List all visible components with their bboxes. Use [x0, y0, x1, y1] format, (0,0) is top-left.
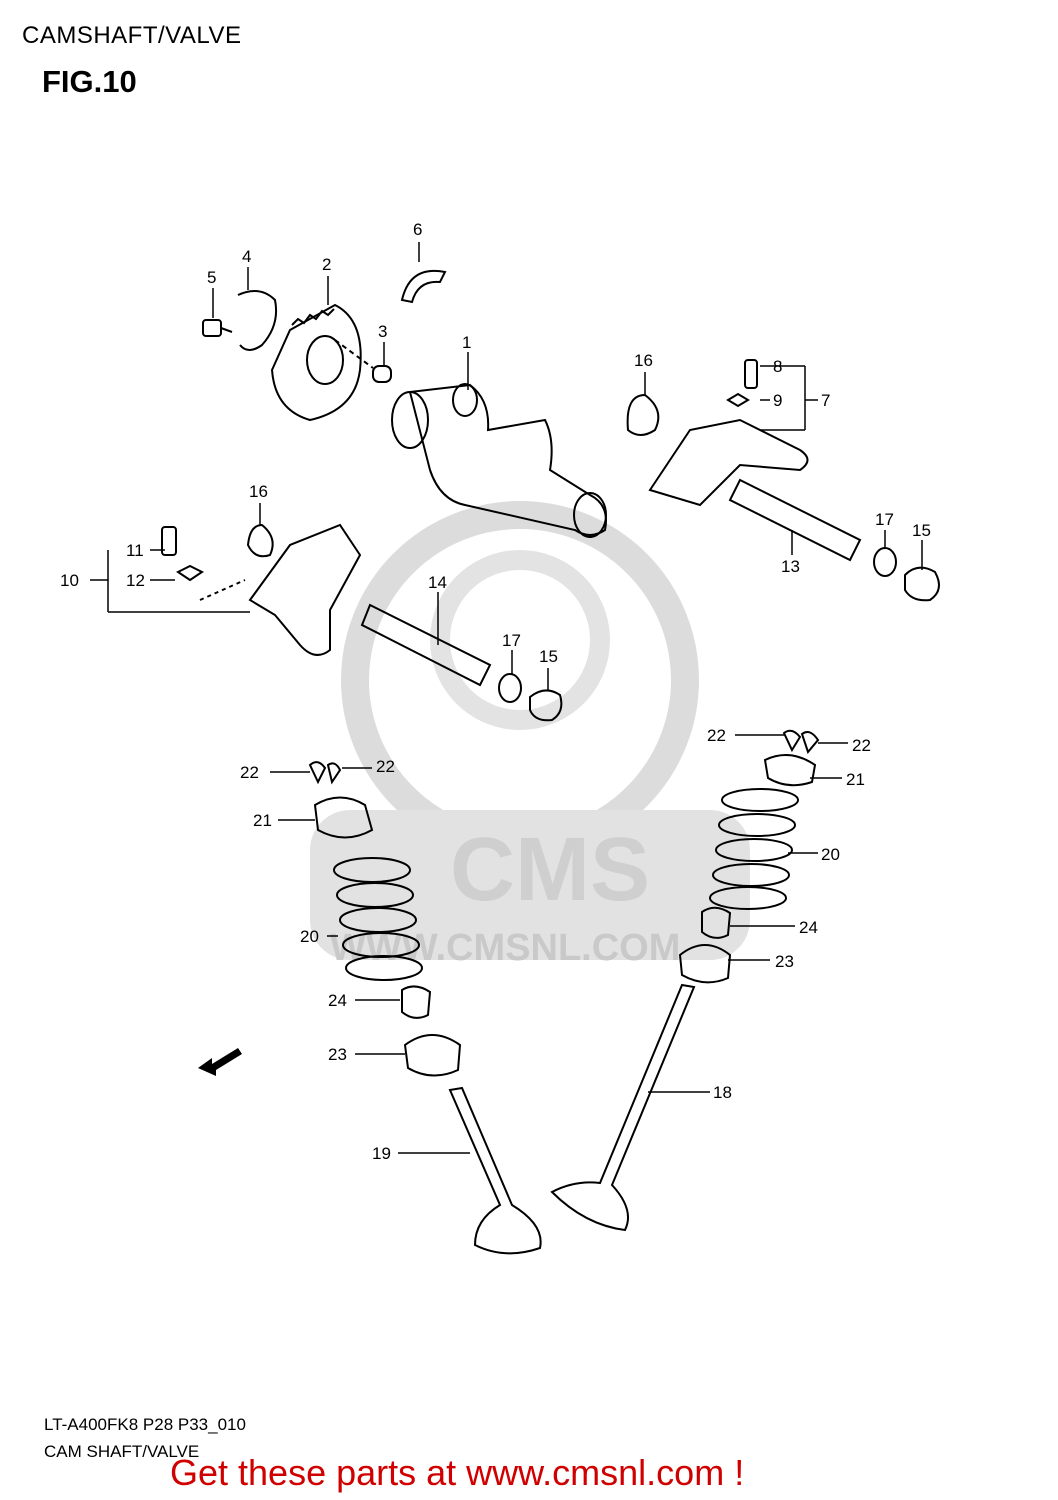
callout-label: 21 — [253, 811, 272, 830]
bolt-part — [202, 319, 233, 337]
callout-labels: 6 2 4 5 3 1 16 8 9 7 13 17 15 16 11 12 1… — [60, 220, 931, 1163]
cmsnl-watermark: CMS WWW.CMSNL.COM — [310, 501, 750, 969]
cap-part — [529, 689, 563, 722]
section-title: CAMSHAFT/VALVE — [22, 22, 242, 49]
callout-label: 24 — [328, 991, 347, 1010]
leader-lines — [90, 242, 923, 1154]
callout-label: 23 — [328, 1045, 347, 1064]
callout-label: 16 — [634, 351, 653, 370]
cap-part — [904, 566, 940, 602]
diagram-caption: CAM SHAFT/VALVE — [44, 1442, 200, 1461]
callout-label: 15 — [912, 521, 931, 540]
valve-cotter-part — [782, 729, 820, 755]
callout-label: 9 — [773, 391, 782, 410]
callout-label: 20 — [300, 927, 319, 946]
valve-spring-part — [709, 788, 799, 910]
callout-label: 16 — [249, 482, 268, 501]
callout-label: 6 — [413, 220, 422, 239]
callout-label: 5 — [207, 268, 216, 287]
callout-label: 7 — [821, 391, 830, 410]
stopper-part — [400, 269, 447, 304]
valve-seal-part — [401, 985, 432, 1019]
rocker-shaft-part — [360, 603, 492, 687]
watermark-brand: CMS — [450, 820, 650, 920]
callout-label: 10 — [60, 571, 79, 590]
callout-label: 12 — [126, 571, 145, 590]
exhaust-valve-part — [448, 1086, 542, 1255]
model-code: LT-A400FK8 P28 P33_010 — [44, 1415, 246, 1434]
valve-spring-part — [333, 857, 423, 981]
callout-label: 21 — [846, 770, 865, 789]
callout-label: 13 — [781, 557, 800, 576]
callout-label: 2 — [322, 255, 331, 274]
rocker-arm-part — [648, 359, 862, 562]
oring-part — [626, 393, 660, 436]
forward-direction-icon: FWD — [198, 1042, 242, 1076]
callout-label: 19 — [372, 1144, 391, 1163]
camshaft-part — [391, 383, 607, 538]
callout-label: 22 — [376, 757, 395, 776]
callout-label: 11 — [126, 541, 144, 560]
intake-valve-part — [550, 983, 696, 1232]
callout-label: 4 — [242, 247, 251, 266]
callout-label: 18 — [713, 1083, 732, 1102]
callout-label: 8 — [773, 357, 782, 376]
washer-part — [873, 547, 897, 577]
cam-sprocket-part — [270, 303, 362, 422]
oring-part — [246, 523, 274, 558]
callout-label: 17 — [502, 631, 521, 650]
callout-label: 3 — [378, 322, 387, 341]
valve-seal-part — [701, 906, 732, 939]
cam-plate-part — [237, 290, 278, 351]
callout-label: 22 — [240, 763, 259, 782]
callout-label: 1 — [462, 333, 471, 352]
cta-link[interactable]: Get these parts at www.cmsnl.com ! — [170, 1452, 745, 1493]
rocker-arm-part — [161, 523, 362, 656]
spring-seat-part — [403, 1034, 462, 1077]
callout-label: 23 — [775, 952, 794, 971]
callout-label: 20 — [821, 845, 840, 864]
figure-number: FIG.10 — [42, 64, 137, 99]
spring-retainer-part — [763, 754, 817, 787]
washer-part — [498, 673, 522, 703]
spring-seat-part — [678, 944, 732, 984]
callout-label: 22 — [707, 726, 726, 745]
callout-label: 24 — [799, 918, 818, 937]
spring-retainer-part — [313, 796, 374, 839]
callout-label: 22 — [852, 736, 871, 755]
callout-label: 14 — [428, 573, 447, 592]
callout-label: 17 — [875, 510, 894, 529]
valve-cotter-part — [308, 761, 342, 785]
pin-part — [334, 339, 392, 383]
callout-label: 15 — [539, 647, 558, 666]
